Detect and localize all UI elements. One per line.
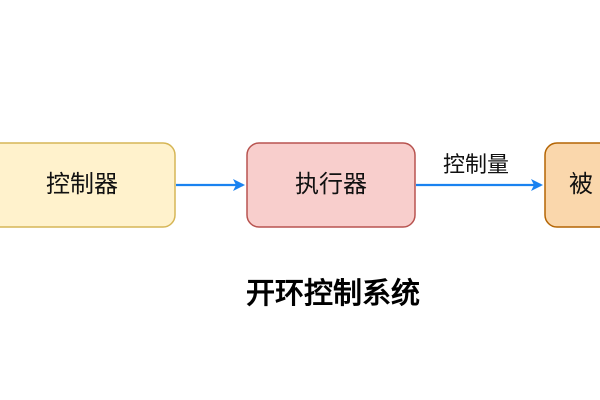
controller-node: 控制器 [0,142,176,228]
actuator-box [246,142,416,228]
diagram-title: 开环控制系统 [246,276,420,310]
actuator-label: 执行器 [295,170,367,198]
controlled-object-node: 被 [544,142,600,228]
actuator-to-object-connector: 控制量 [416,153,543,191]
controller-label: 控制器 [46,170,118,198]
actuator-node: 执行器 [246,142,416,228]
controlled-object-box [544,142,600,228]
control-variable-label: 控制量 [443,153,509,178]
controller-box [0,142,176,228]
controlled-object-label: 被 [569,170,593,198]
